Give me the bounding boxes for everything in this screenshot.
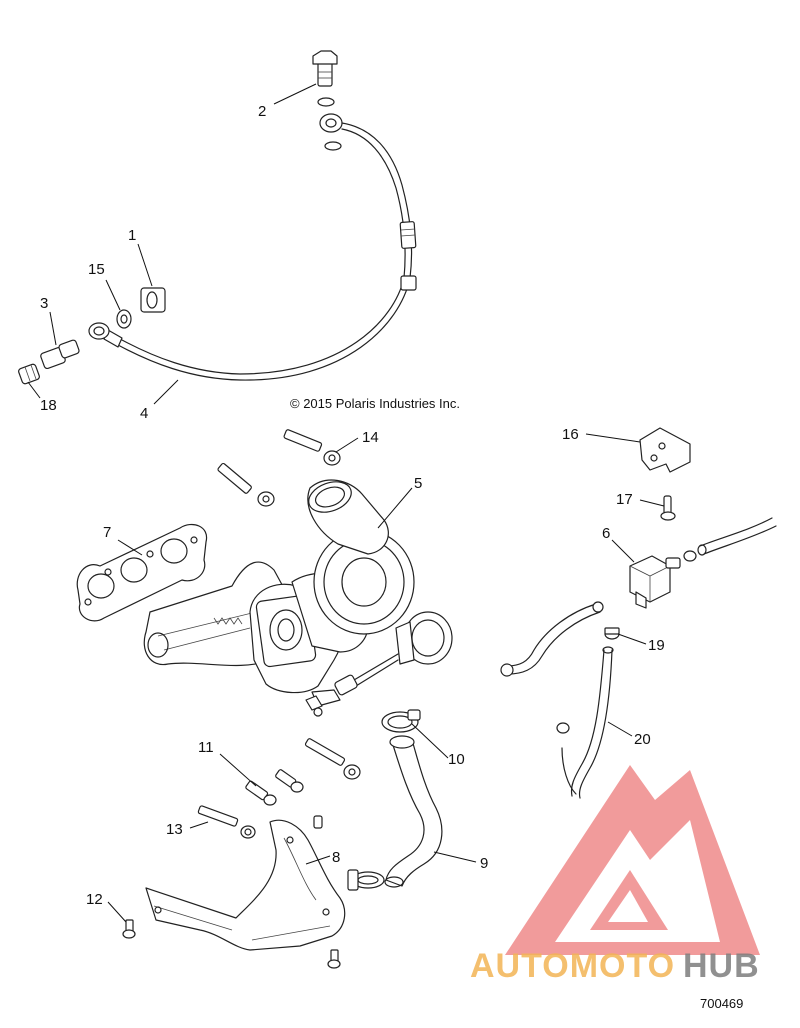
callout-16: 16 bbox=[562, 426, 579, 443]
callout-9: 9 bbox=[480, 855, 488, 872]
part-4-oil-feed-line bbox=[88, 113, 417, 381]
callout-12: 12 bbox=[86, 891, 103, 908]
callout-15: 15 bbox=[88, 261, 105, 278]
part-18-nut bbox=[18, 363, 40, 385]
watermark-text-auto: AUTOMOTO bbox=[470, 947, 675, 985]
callout-19: 19 bbox=[648, 637, 665, 654]
callout-8: 8 bbox=[332, 849, 340, 866]
callout-labels: 1 2 3 4 5 6 7 8 9 10 11 12 13 14 15 16 1… bbox=[40, 103, 665, 908]
part-3-adapter bbox=[40, 339, 80, 370]
part-16-bracket bbox=[639, 427, 691, 473]
watermark-text-hub: HUB bbox=[683, 947, 760, 985]
leader-lines bbox=[27, 83, 665, 923]
callout-3: 3 bbox=[40, 295, 48, 312]
watermark-logo: AUTOMOTO HUB bbox=[470, 765, 760, 985]
part-13-stud-and-nut bbox=[197, 805, 323, 839]
part-20-vacuum-hose bbox=[556, 646, 614, 799]
part-19-cap bbox=[604, 627, 620, 640]
part-2-banjo-bolt bbox=[312, 50, 342, 151]
part-14-stud-and-nut bbox=[217, 429, 341, 507]
callout-5: 5 bbox=[414, 475, 422, 492]
part-7-manifold-gasket bbox=[76, 523, 208, 622]
document-number: 700469 bbox=[700, 996, 743, 1011]
hose-clamp-small bbox=[347, 869, 385, 891]
part-5-turbocharger bbox=[143, 479, 453, 717]
callout-6: 6 bbox=[602, 525, 610, 542]
callout-2: 2 bbox=[258, 103, 266, 120]
callout-14: 14 bbox=[362, 429, 379, 446]
callout-10: 10 bbox=[448, 751, 465, 768]
part-12-bolts bbox=[122, 919, 341, 969]
part-8-heat-shield bbox=[145, 819, 346, 951]
callout-4: 4 bbox=[140, 405, 148, 422]
part-15-washer bbox=[116, 309, 132, 329]
part-11-bolts bbox=[245, 738, 361, 806]
copyright-notice: © 2015 Polaris Industries Inc. bbox=[290, 396, 460, 411]
callout-1: 1 bbox=[128, 227, 136, 244]
part-10-hose-clamp bbox=[381, 709, 421, 733]
part-17-bolt bbox=[660, 495, 676, 521]
callout-18: 18 bbox=[40, 397, 57, 414]
callout-17: 17 bbox=[616, 491, 633, 508]
part-1-fitting bbox=[140, 287, 166, 313]
part-6-solenoid-valve bbox=[629, 550, 697, 609]
callout-20: 20 bbox=[634, 731, 651, 748]
callout-11: 11 bbox=[198, 739, 214, 756]
callout-7: 7 bbox=[103, 524, 111, 541]
hose-upper-right bbox=[697, 517, 777, 556]
callout-13: 13 bbox=[166, 821, 183, 838]
hose-middle bbox=[500, 601, 604, 677]
part-9-intake-hose bbox=[384, 735, 443, 888]
